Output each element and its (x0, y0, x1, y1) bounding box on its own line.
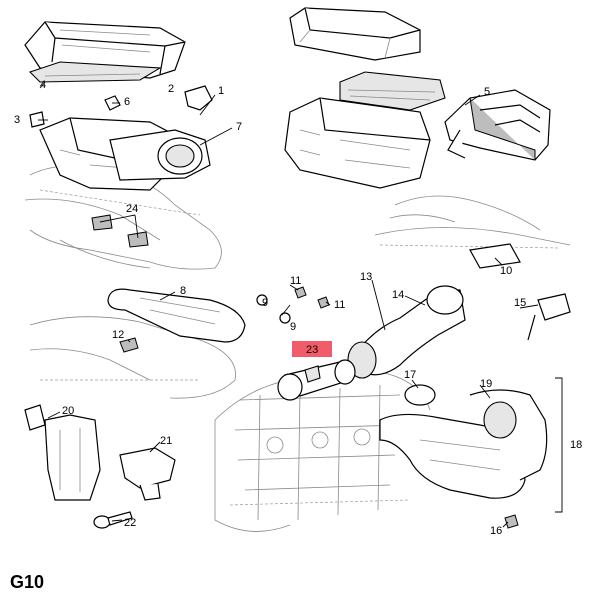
sensor-15 (527, 293, 571, 341)
air-intake-duct-upper (444, 89, 551, 161)
part-12-clamp (119, 337, 139, 353)
callout-9b: 9 (290, 321, 296, 333)
intake-hose-8 (107, 288, 246, 343)
callout-5: 5 (484, 86, 490, 98)
callout-21: 21 (160, 435, 172, 447)
callout-1: 1 (218, 85, 224, 97)
callout-22: 22 (124, 517, 136, 529)
callout-3: 3 (14, 114, 20, 126)
callout-11a: 11 (290, 275, 301, 287)
callout-15: 15 (514, 297, 526, 309)
part-3-mount (29, 111, 45, 128)
air-cleaner-cover (24, 21, 186, 79)
callout-16: 16 (490, 525, 502, 537)
callout-19: 19 (480, 378, 492, 390)
callout-7: 7 (236, 121, 242, 133)
highlight-box-23 (292, 341, 332, 357)
page-code: G10 (10, 572, 45, 592)
callout-8: 8 (180, 285, 186, 297)
callout-2: 2 (168, 83, 174, 95)
filter-housing-lower-right (284, 97, 431, 189)
part-2-bracket (184, 85, 213, 111)
part-9-nuts (256, 294, 291, 324)
part-24-mounts (91, 214, 149, 248)
callout-6: 6 (124, 96, 130, 108)
part-11-nuts (294, 286, 330, 309)
filter-housing-cover-right (289, 7, 421, 61)
callout-10: 10 (500, 265, 512, 277)
callout-23: 23 (306, 344, 318, 356)
callout-11b: 11 (334, 299, 345, 311)
part-17-clamp (404, 384, 436, 406)
air-box-duct-7 (109, 129, 211, 181)
valve-21 (119, 447, 176, 501)
air-flow-meter-23 (277, 359, 356, 401)
bolt-22 (93, 511, 133, 529)
callout-9a: 9 (262, 297, 268, 309)
canister-20 (24, 404, 101, 501)
callout-24: 24 (126, 203, 138, 215)
callout-18: 18 (570, 439, 582, 451)
callout-20: 20 (62, 405, 74, 417)
engine-block-background (214, 371, 431, 532)
callout-13: 13 (360, 271, 372, 283)
bracket-18-indicator (555, 377, 563, 513)
filter-element-right (339, 71, 446, 111)
callout-17: 17 (404, 369, 416, 381)
callout-4: 4 (40, 79, 46, 91)
air-hose-13-14 (347, 285, 466, 379)
callout-14: 14 (392, 289, 404, 301)
part-16-nut (504, 514, 519, 529)
callout-12: 12 (112, 329, 124, 341)
engine-bay-background-middle-left (29, 316, 236, 399)
engine-bay-background-top-right (374, 195, 571, 249)
leader-lines (38, 81, 539, 528)
air-filter-element (28, 61, 162, 83)
intake-hose-assembly-18 (379, 389, 548, 499)
part-10-gasket (469, 243, 521, 269)
